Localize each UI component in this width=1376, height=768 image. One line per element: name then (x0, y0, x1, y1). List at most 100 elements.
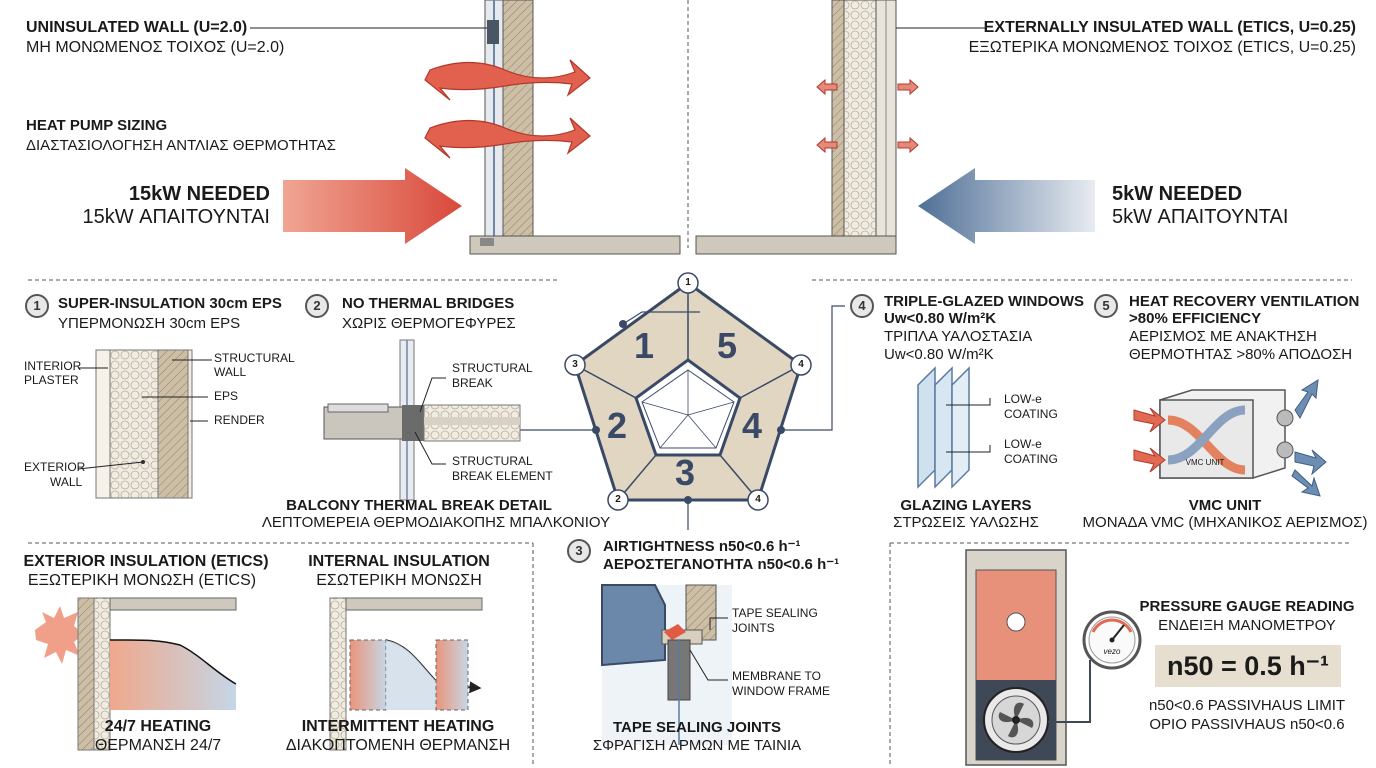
sizing-subtitle: ΔΙΑΣΤΑΣΙΟΛΟΓΗΣΗ ΑΝΤΛΙΑΣ ΘΕΡΜΟΤΗΤΑΣ (26, 137, 336, 154)
principle-3-number: 3 (567, 539, 591, 563)
uninsulated-wall-drawing (469, 0, 681, 255)
label-eps: EPS (214, 389, 239, 403)
vmc-arrows (1133, 379, 1327, 497)
pentagon-segment-3: 3 (675, 452, 696, 493)
pentagon-diagram (520, 272, 845, 530)
insulated-wall-drawing (695, 0, 897, 255)
separators (28, 0, 1352, 765)
principle-1-title: SUPER-INSULATION 30cm EPS (58, 295, 282, 312)
uninsulated-subtitle: ΜΗ ΜΟΝΩΜΕΝΟΣ ΤΟΙΧΟΣ (U=2.0) (26, 39, 285, 56)
label-wall: WALL (214, 365, 247, 379)
pressure-title: PRESSURE GAUGE READING (1139, 598, 1355, 615)
pentagon-segment-2: 2 (607, 405, 628, 446)
passivhaus-limit: n50<0.6 PASSIVHAUS LIMIT (1148, 697, 1346, 714)
pentagon-vertex-top: 1 (685, 277, 691, 288)
lowe-label-1a: LOW-e (1004, 392, 1042, 406)
glazing-drawing (917, 366, 970, 489)
pentagon-segment-5: 5 (717, 325, 738, 366)
glazing-caption: GLAZING LAYERS (900, 497, 1032, 514)
principle-5-subtitle: ΑΕΡΙΣΜΟΣ ΜΕ ΑΝΑΚΤΗΣΗ (1129, 328, 1317, 345)
principle-1-subtitle: ΥΠΕΡΜΟΝΩΣΗ 30cm EPS (58, 315, 241, 332)
exterior-insulation-title: EXTERIOR INSULATION (ETICS) (23, 553, 269, 570)
gauge-label: vezo (1103, 647, 1121, 656)
heat-loss-arrows-small (816, 78, 919, 154)
heat-loss-arrows-warm (424, 59, 591, 159)
label-structural-break-1: STRUCTURAL (452, 361, 533, 375)
lowe-label-1b: COATING (1004, 407, 1058, 421)
internal-insulation-title: INTERNAL INSULATION (308, 553, 490, 570)
membrane-label-2: WINDOW FRAME (732, 684, 830, 698)
needed-5-title: 5kW NEEDED (1112, 183, 1243, 205)
vmc-caption-gr: ΜΟΝΑΔΑ VMC (ΜΗΧΑΝΙΚΟΣ ΑΕΡΙΣΜΟΣ) (1082, 514, 1368, 531)
balcony-caption-gr: ΛΕΠΤΟΜΕΡΕΙΑ ΘΕΡΜΟΔΙΑΚΟΠΗΣ ΜΠΑΛΚΟΝΙΟΥ (261, 514, 611, 531)
needed-5-subtitle: 5kW ΑΠΑΙΤΟΥΝΤΑΙ (1112, 206, 1289, 228)
principle-1-number: 1 (25, 294, 49, 318)
intermittent-title: INTERMITTENT HEATING (301, 718, 495, 735)
principle-4-title: TRIPLE-GLAZED WINDOWS (884, 293, 1084, 310)
principle-5-title: HEAT RECOVERY VENTILATION (1129, 293, 1360, 310)
membrane-label-1: MEMBRANE TO (732, 669, 821, 683)
insulated-subtitle: ΕΞΩΤΕΡΙΚΑ ΜΟΝΩΜΕΝΟΣ ΤΟΙΧΟΣ (ETICS, U=0.2… (968, 39, 1356, 56)
pressure-subtitle: ΕΝΔΕΙΞΗ ΜΑΝΟΜΕΤΡΟΥ (1158, 617, 1336, 634)
principle-3-subtitle: ΑΕΡΟΣΤΕΓΑΝΟΤΗΤΑ n50<0.6 h⁻¹ (603, 556, 840, 573)
tape-sealing-leaders (689, 617, 728, 681)
vmc-caption: VMC UNIT (1188, 497, 1262, 514)
pressure-reading-badge: n50 = 0.5 h⁻¹ (1155, 645, 1341, 687)
label-break-element-1: STRUCTURAL (452, 454, 533, 468)
principle-2-subtitle: ΧΩΡΙΣ ΘΕΡΜΟΓΕΦΥΡΕΣ (342, 315, 516, 332)
principle-5-number: 5 (1094, 294, 1118, 318)
tape-caption-gr: ΣΦΡΑΓΙΣΗ ΑΡΜΩΝ ΜΕ ΤΑΙΝΙΑ (592, 737, 802, 754)
tape-label-2: JOINTS (732, 621, 775, 635)
pentagon-vertex-bottom-left: 2 (615, 494, 621, 505)
wall-section-leaders (77, 359, 212, 470)
exterior-insulation-subtitle: ΕΞΩΤΕΡΙΚΗ ΜΟΝΩΣΗ (ETICS) (27, 572, 257, 589)
vmc-unit-label: VMC UNIT (1185, 458, 1225, 467)
lowe-label-2a: LOW-e (1004, 437, 1042, 451)
label-exterior: EXTERIOR (24, 460, 86, 474)
intermittent-subtitle: ΔΙΑΚΟΠΤΟΜΕΝΗ ΘΕΡΜΑΝΣΗ (285, 737, 511, 754)
pressure-gauge (1082, 610, 1142, 670)
balcony-caption: BALCONY THERMAL BREAK DETAIL (286, 497, 552, 514)
exterior-insulation-drawing (35, 597, 237, 751)
label-render: RENDER (214, 413, 265, 427)
big-arrow-warm (283, 168, 462, 244)
glazing-leaders (946, 398, 991, 453)
lowe-label-2b: COATING (1004, 452, 1058, 466)
balcony-drawing (323, 339, 521, 501)
label-structural: STRUCTURAL (214, 351, 295, 365)
internal-insulation-subtitle: ΕΣΩΤΕΡΙΚΗ ΜΟΝΩΣΗ (316, 572, 482, 589)
heating-247-title: 24/7 HEATING (104, 718, 212, 735)
principle-4-subtitle-2: Uw<0.80 W/m²K (884, 346, 994, 363)
passivhaus-limit-gr: ΟΡΙΟ PASSIVHAUS n50<0.6 (1149, 716, 1345, 733)
pentagon-vertex-right: 4 (798, 359, 804, 370)
big-arrow-cool (918, 168, 1095, 244)
internal-insulation-drawing (329, 597, 483, 751)
blower-door-drawing (965, 549, 1091, 766)
principle-2-number: 2 (305, 294, 329, 318)
sizing-title: HEAT PUMP SIZING (26, 117, 168, 134)
label-interior: INTERIOR (24, 359, 82, 373)
glazing-caption-gr: ΣΤΡΩΣΕΙΣ ΥΑΛΩΣΗΣ (893, 514, 1039, 531)
principle-3-title: AIRTIGHTNESS n50<0.6 h⁻¹ (603, 538, 801, 555)
principle-2-title: NO THERMAL BRIDGES (342, 295, 515, 312)
principle-5-title-2: >80% EFFICIENCY (1129, 310, 1262, 327)
tape-caption: TAPE SEALING JOINTS (612, 719, 782, 736)
needed-15-title: 15kW NEEDED (128, 183, 270, 205)
label-break-element-2: BREAK ELEMENT (452, 469, 553, 483)
label-structural-break-2: BREAK (452, 376, 493, 390)
principle-4-title-2: Uw<0.80 W/m²K (884, 310, 997, 327)
balcony-leaders (414, 377, 446, 465)
uninsulated-title: UNINSULATED WALL (U=2.0) (26, 19, 248, 36)
label-exterior-wall: WALL (50, 475, 83, 489)
vmc-drawing (1159, 389, 1294, 479)
pentagon-segment-1: 1 (634, 325, 655, 366)
label-plaster: PLASTER (24, 373, 79, 387)
pentagon-segment-4: 4 (742, 405, 763, 446)
pentagon-vertex-left: 3 (572, 359, 578, 370)
tape-sealing-drawing (601, 584, 732, 745)
heating-247-subtitle: ΘΕΡΜΑΝΣΗ 24/7 (94, 737, 222, 754)
principle-5-subtitle-2: ΘΕΡΜΟΤΗΤΑΣ >80% ΑΠΟΔΟΣΗ (1129, 346, 1353, 363)
insulated-title: EXTERNALLY INSULATED WALL (ETICS, U=0.25… (983, 19, 1356, 36)
needed-15-subtitle: 15kW ΑΠΑΙΤΟΥΝΤΑΙ (82, 206, 270, 228)
